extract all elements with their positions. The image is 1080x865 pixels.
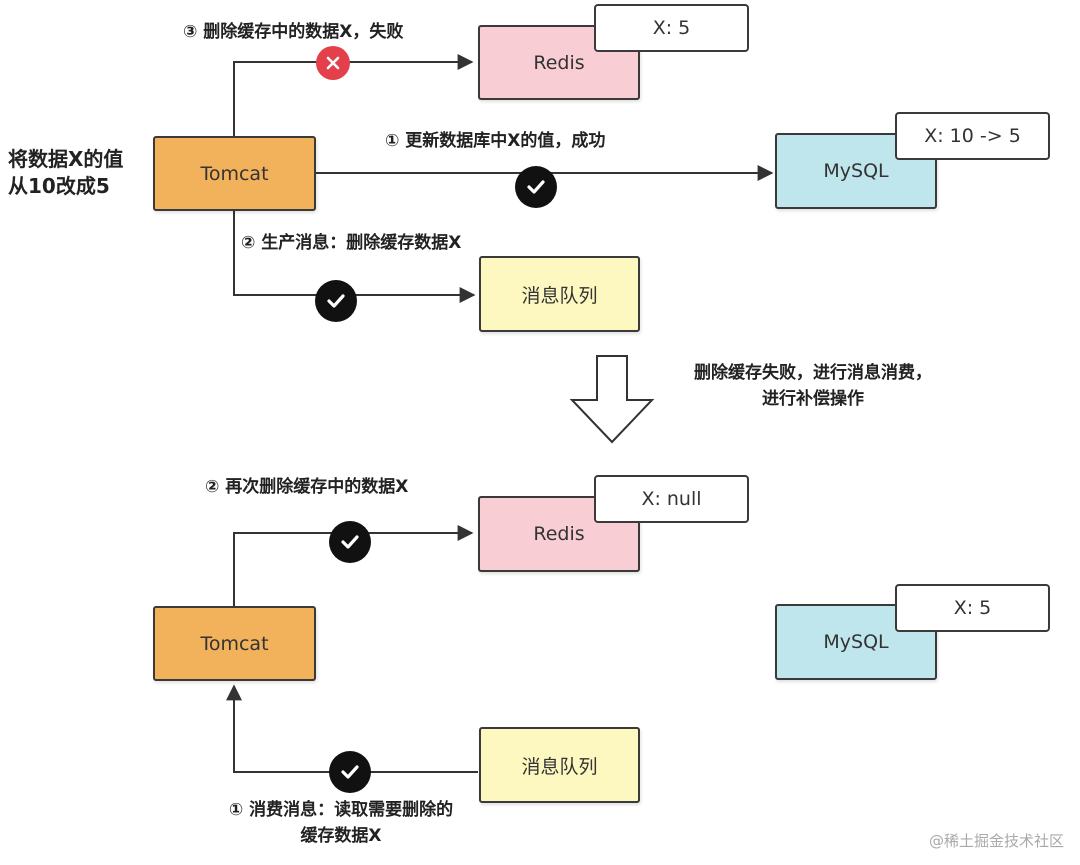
message-queue-node-after: 消息队列 [479, 727, 640, 803]
transition-arrow [569, 355, 655, 444]
step3-label: ③ 删除缓存中的数据X，失败 [183, 22, 404, 42]
tomcat-node: Tomcat [153, 136, 316, 211]
tomcat-label: Tomcat [200, 632, 269, 655]
tomcat-node-after: Tomcat [153, 606, 316, 681]
check-icon [315, 280, 357, 322]
mysql-value: X: 10 -> 5 [924, 125, 1021, 147]
message-queue-label: 消息队列 [521, 284, 598, 307]
check-icon [329, 521, 371, 563]
step1-label: ① 更新数据库中X的值，成功 [385, 131, 606, 151]
redis-value: X: 5 [652, 17, 691, 39]
redis-value-tag: X: 5 [594, 4, 749, 52]
step2-label: ② 生产消息：删除缓存数据X [241, 233, 462, 253]
retry-step1-label: ① 消费消息：读取需要删除的 缓存数据X [228, 800, 454, 846]
mysql-value: X: 5 [953, 597, 992, 619]
mysql-node: MySQL [775, 133, 937, 209]
redis-label: Redis [533, 51, 585, 74]
message-queue-node: 消息队列 [479, 256, 640, 332]
fail-icon [316, 46, 350, 80]
arrow-tomcat-redis [233, 54, 474, 136]
mysql-label: MySQL [823, 631, 889, 653]
tomcat-label: Tomcat [200, 162, 269, 185]
transition-note: 删除缓存失败，进行消息消费， 进行补偿操作 [694, 363, 932, 409]
arrow-mq-tomcat [226, 684, 478, 773]
arrow-tomcat-redis-retry [233, 525, 474, 606]
check-icon [329, 751, 371, 793]
redis-label: Redis [533, 523, 585, 545]
redis-value-tag-after: X: null [594, 475, 749, 523]
mysql-label: MySQL [823, 160, 889, 182]
watermark: @稀土掘金技术社区 [928, 832, 1064, 850]
mysql-value-tag: X: 10 -> 5 [895, 112, 1050, 160]
retry-step2-label: ② 再次删除缓存中的数据X [205, 477, 409, 497]
arrow-tomcat-mq [233, 211, 476, 303]
mysql-value-tag-after: X: 5 [895, 584, 1050, 632]
check-icon [515, 166, 557, 208]
side-note: 将数据X的值 从10改成5 [8, 147, 124, 198]
message-queue-label: 消息队列 [521, 755, 598, 778]
redis-value: X: null [641, 488, 702, 510]
